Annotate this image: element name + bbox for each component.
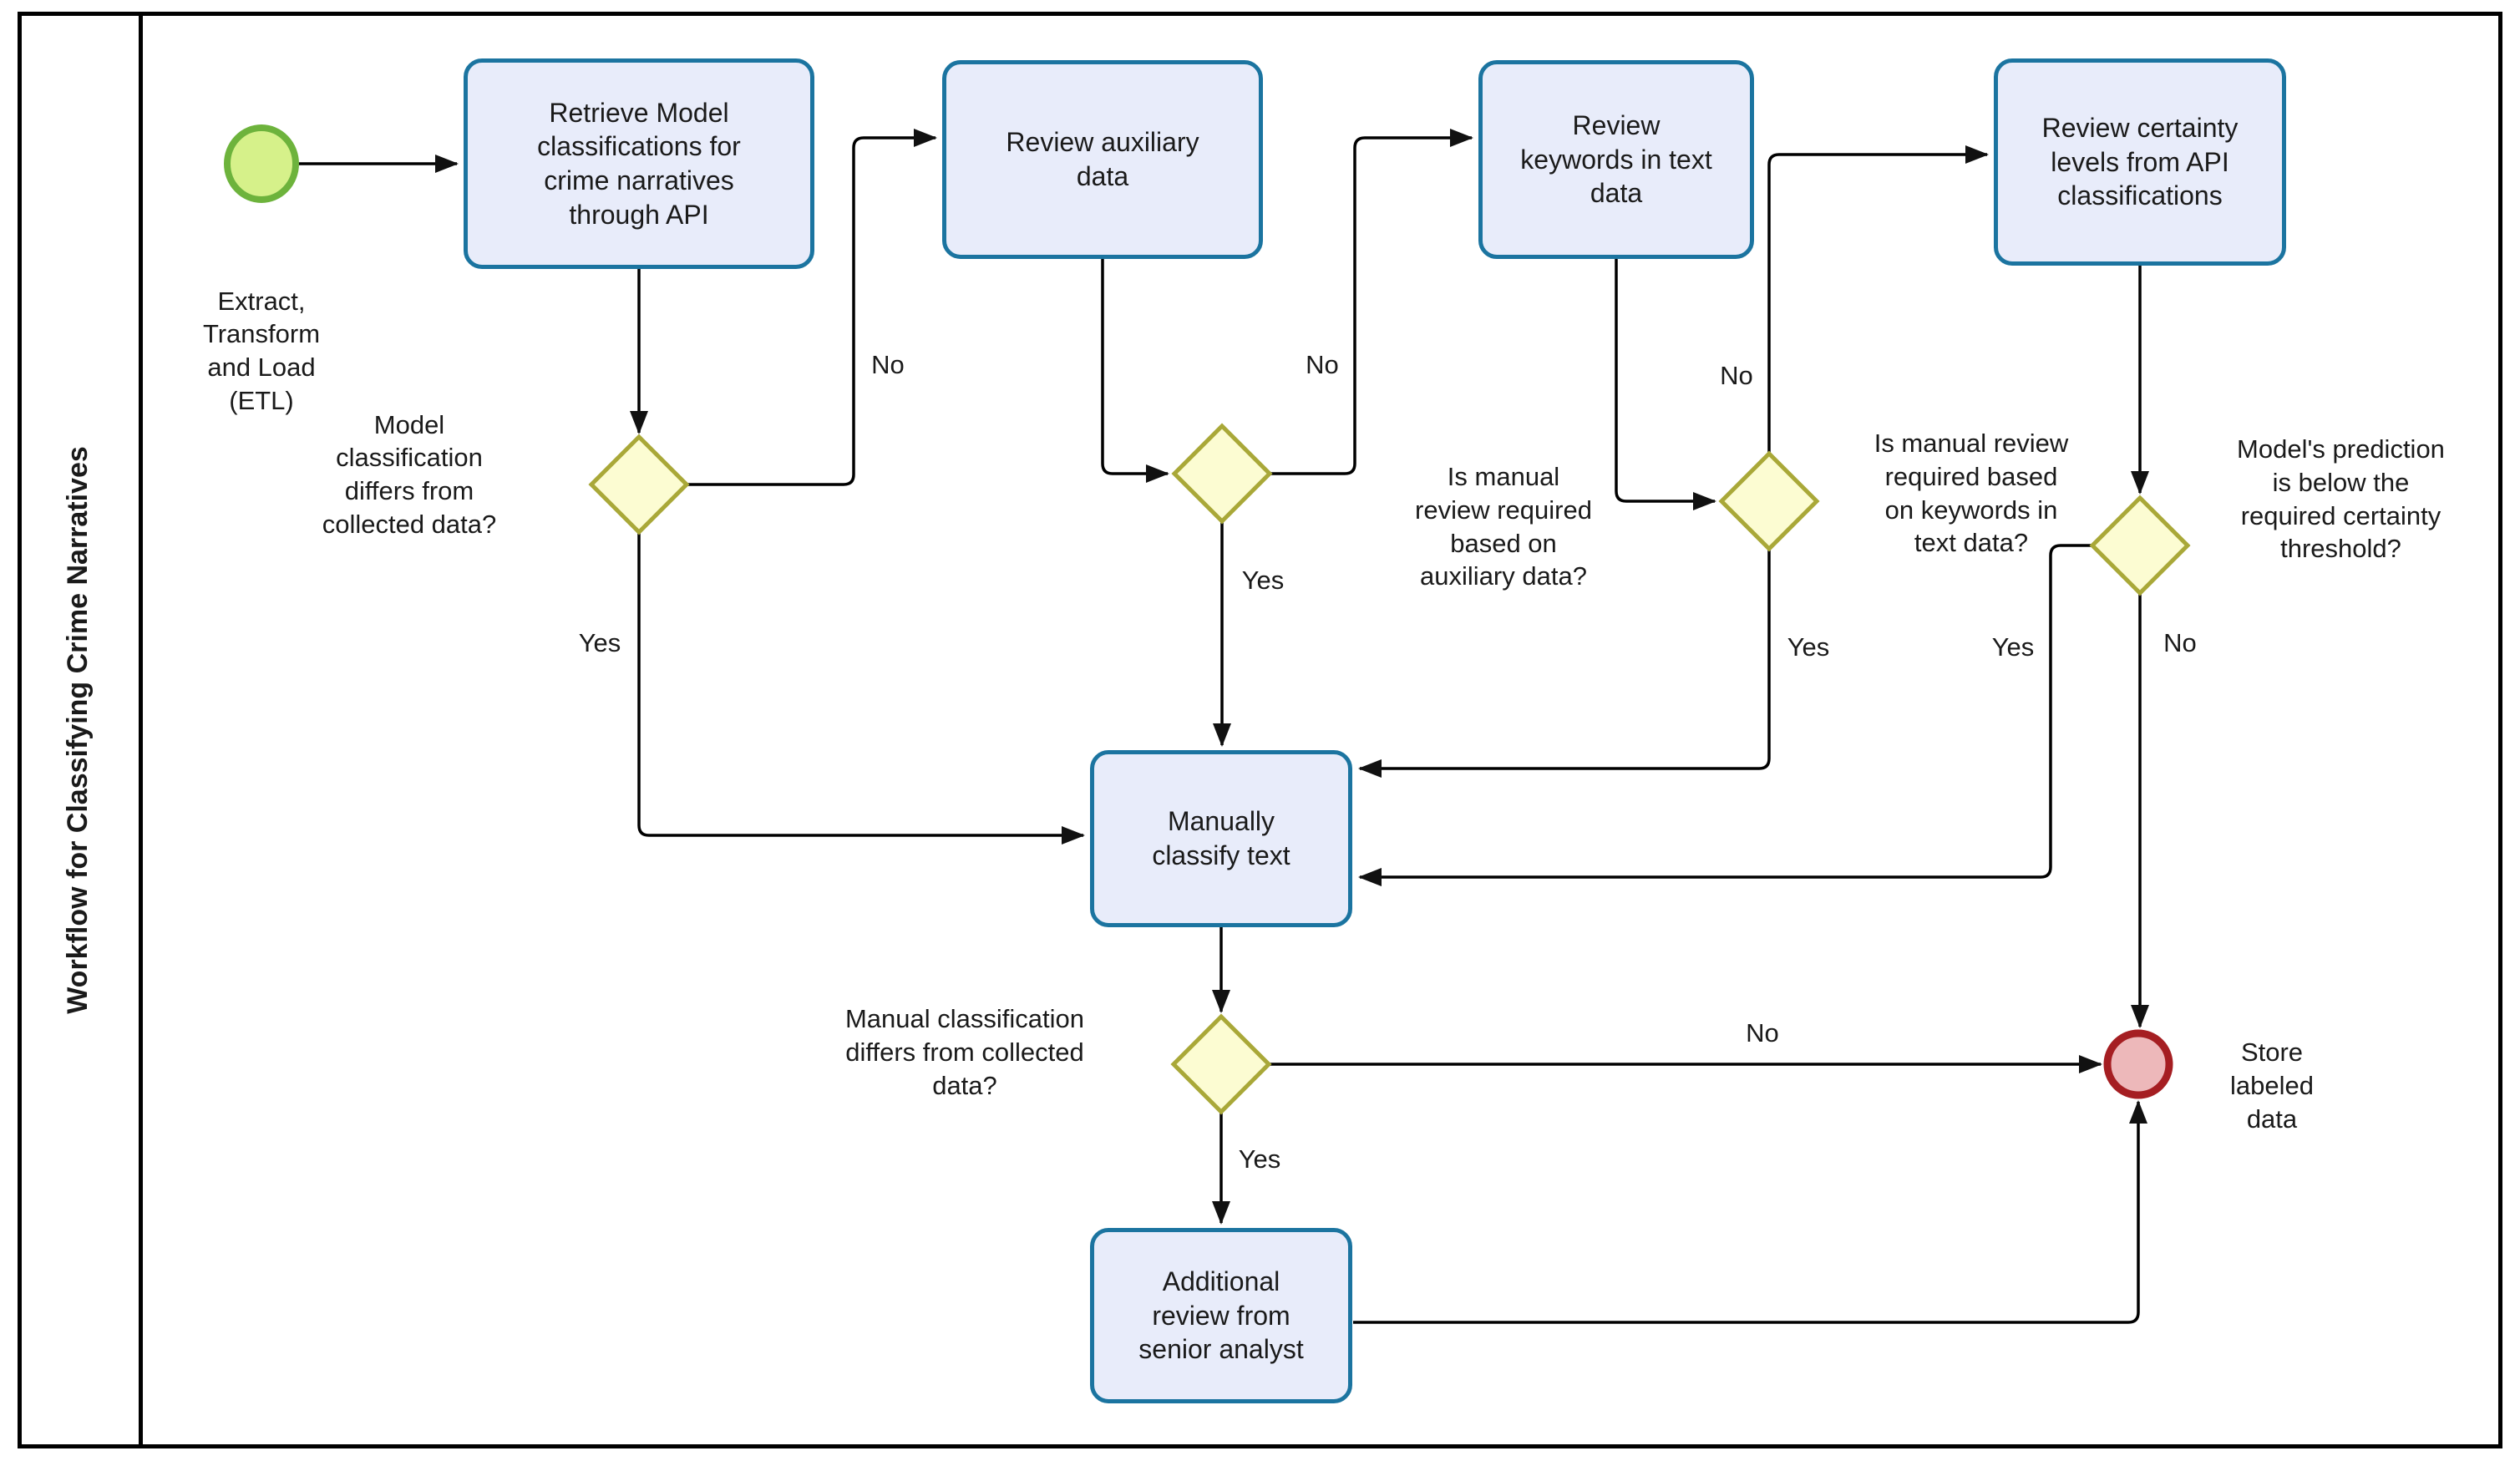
edge-g3-no-to-review-certainty <box>1767 145 1989 454</box>
edge-review-keywords-to-g3 <box>1615 259 1716 510</box>
edge-label-g4-yes: Yes <box>1991 632 2035 662</box>
edge-g1-yes-to-manual-classify <box>637 532 1085 845</box>
edge-label-g1-no: No <box>871 350 905 380</box>
edge-label-g4-no: No <box>2163 628 2197 658</box>
edge-label-g2-no: No <box>1306 350 1339 380</box>
gateway5-question: Manual classification differs from colle… <box>844 1004 1085 1100</box>
lane-divider <box>139 12 143 1448</box>
gateway-manual-review-auxiliary <box>1171 423 1273 525</box>
gateway-manual-classification-differs <box>1170 1013 1272 1115</box>
edge-label-g5-yes: Yes <box>1238 1144 1281 1174</box>
start-event-circle <box>224 124 299 203</box>
task-review-certainty-levels: Review certainty levels from API classif… <box>1994 58 2286 266</box>
task-review-keywords: Review keywords in text data <box>1478 60 1754 259</box>
pool-border <box>18 12 2502 1448</box>
task-additional-senior-review: Additional review from senior analyst <box>1090 1228 1352 1403</box>
task-retrieve-model-classifications: Retrieve Model classifications for crime… <box>464 58 814 269</box>
gateway1-question: Model classification differs from collec… <box>322 409 497 539</box>
task-manually-classify-text: Manually classify text <box>1090 750 1352 927</box>
gateway-certainty-threshold <box>2089 495 2191 596</box>
edge-label-g5-no: No <box>1746 1018 1779 1048</box>
edge-review-auxiliary-to-g2 <box>1101 259 1169 483</box>
gateway3-question: Is manual review required based on keywo… <box>1874 429 2069 558</box>
end-event-circle <box>2103 1029 2173 1099</box>
gateway-manual-review-keywords <box>1718 450 1820 552</box>
task-review-auxiliary-data: Review auxiliary data <box>942 60 1263 259</box>
end-event-label: Store labeled data <box>2230 1037 2314 1134</box>
edge-senior-review-to-end <box>1353 1100 2147 1324</box>
gateway4-question: Model's prediction is below the required… <box>2237 434 2445 564</box>
edge-label-g3-no: No <box>1720 361 1753 391</box>
edge-g1-no-to-review-auxiliary <box>687 129 937 486</box>
edge-g2-no-to-review-keywords <box>1270 129 1473 475</box>
gateway2-question: Is manual review required based on auxil… <box>1415 462 1592 591</box>
edge-g4-yes-to-manual-classify <box>1358 544 2092 886</box>
start-event-label: Extract, Transform and Load (ETL) <box>202 286 321 415</box>
edge-label-g2-yes: Yes <box>1241 566 1285 596</box>
edge-g3-yes-to-manual-classify <box>1358 549 1771 778</box>
edge-label-g1-yes: Yes <box>578 628 621 658</box>
edge-label-g3-yes: Yes <box>1787 632 1830 662</box>
gateway-model-classification-differs <box>588 434 690 535</box>
